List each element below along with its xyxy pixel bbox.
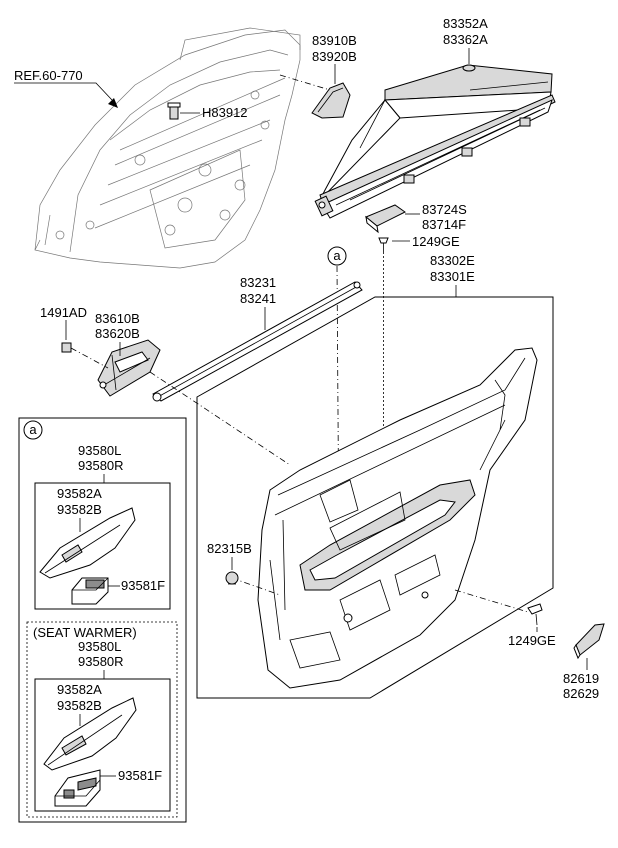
inside-handle-83610b <box>97 339 161 397</box>
label-83920b: 83920B <box>312 49 357 64</box>
power-window-switch-93581f <box>71 577 109 605</box>
clip-82315b <box>225 571 239 585</box>
label-93580r: 93580R <box>78 458 124 473</box>
label-82629: 82629 <box>563 686 599 701</box>
inset-a-circle <box>23 420 43 440</box>
callout-a-circle <box>327 246 347 266</box>
weatherstrip-83231 <box>152 281 363 402</box>
label-83620b: 83620B <box>95 326 140 341</box>
label-ref-60-770: REF.60-770 <box>14 68 83 83</box>
label-1249ge-bottom: 1249GE <box>508 633 556 648</box>
door-frame-reference-sketch <box>34 27 301 269</box>
label-93580l: 93580L <box>78 443 121 458</box>
delta-cover-83910b <box>311 82 351 119</box>
label-83241: 83241 <box>240 291 276 306</box>
screw-1249ge-bottom <box>527 603 543 626</box>
label-82315b: 82315B <box>207 541 252 556</box>
label-82619: 82619 <box>563 671 599 686</box>
door-trim-boundary <box>196 296 554 699</box>
label-seat-warmer: (SEAT WARMER) <box>33 625 137 640</box>
sunshade-curtain-83352a <box>314 64 556 219</box>
seat-warmer-box <box>26 621 178 818</box>
label-93580l-sw: 93580L <box>78 639 121 654</box>
label-93582b: 93582B <box>57 502 102 517</box>
label-83231: 83231 <box>240 275 276 290</box>
clip-1491ad <box>61 342 72 353</box>
switch-bezel-93582a <box>39 507 136 579</box>
cover-82619 <box>573 623 605 660</box>
cover-83724s <box>365 204 406 234</box>
ref-arrowhead <box>108 98 118 108</box>
label-93582a-sw: 93582A <box>57 682 102 697</box>
switch-box-seat-warmer <box>34 678 171 812</box>
door-trim-panel-83301e <box>257 347 538 689</box>
label-83724s: 83724S <box>422 202 467 217</box>
label-h83912: H83912 <box>202 105 248 120</box>
label-83714f: 83714F <box>422 217 466 232</box>
clip-h83912 <box>167 102 181 120</box>
screw-1249ge-top <box>378 237 389 254</box>
switch-bezel-93582a-sw <box>43 697 137 771</box>
inset-a-letter: a <box>29 422 37 437</box>
label-93581f: 93581F <box>121 578 165 593</box>
ref-underline <box>14 82 113 101</box>
label-83352a: 83352A <box>443 16 488 31</box>
label-83610b: 83610B <box>95 311 140 326</box>
label-93582b-sw: 93582B <box>57 698 102 713</box>
label-83910b: 83910B <box>312 33 357 48</box>
label-1491ad: 1491AD <box>40 305 87 320</box>
label-83301e: 83301E <box>430 269 475 284</box>
seat-warmer-switch-93581f <box>54 769 101 807</box>
label-1249ge-top: 1249GE <box>412 234 460 249</box>
callout-a-letter: a <box>333 248 341 263</box>
inset-box-a <box>18 417 187 823</box>
label-93582a: 93582A <box>57 486 102 501</box>
label-83302e: 83302E <box>430 253 475 268</box>
label-93581f-sw: 93581F <box>118 768 162 783</box>
switch-box-standard <box>34 482 171 610</box>
label-93580r-sw: 93580R <box>78 654 124 669</box>
label-83362a: 83362A <box>443 32 488 47</box>
